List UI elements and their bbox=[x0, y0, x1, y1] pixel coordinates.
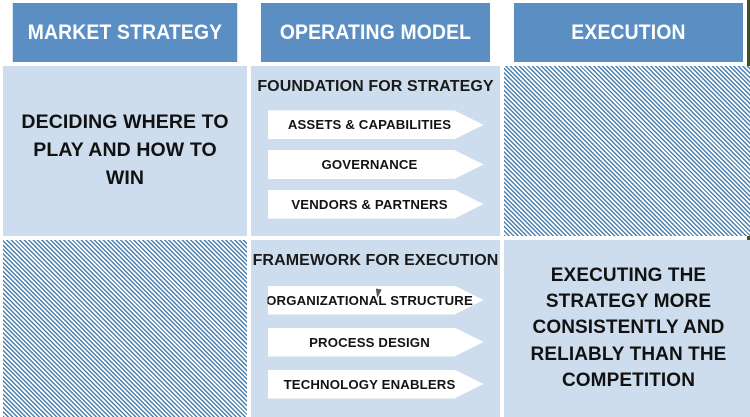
arrow-assets-capabilities[interactable]: ASSETS & CAPABILITIES bbox=[267, 110, 484, 140]
framework-for-execution-group: FRAMEWORK FOR EXECUTION ORGANIZATIONAL S… bbox=[251, 240, 500, 417]
arrow-governance-label: GOVERNANCE bbox=[321, 156, 418, 172]
foundation-for-strategy-group: FOUNDATION FOR STRATEGY ASSETS & CAPABIL… bbox=[251, 66, 500, 236]
arrow-vendors-partners[interactable]: VENDORS & PARTNERS bbox=[267, 189, 484, 219]
cell-row1-market-strategy: DECIDING WHERE TO PLAY AND HOW TO WIN bbox=[3, 66, 247, 236]
foundation-for-strategy-arrow-list: ASSETS & CAPABILITIES GOVERNANCE VENDORS… bbox=[251, 105, 500, 226]
framework-for-execution-arrow-list: ORGANIZATIONAL STRUCTURE PROCESS DESIGN … bbox=[251, 279, 500, 407]
text-cursor-icon bbox=[373, 288, 382, 298]
column-header-execution-label: EXECUTION bbox=[571, 20, 686, 44]
column-header-operating-model-label: OPERATING MODEL bbox=[279, 20, 472, 44]
arrow-governance[interactable]: GOVERNANCE bbox=[267, 149, 484, 179]
cell-row2-execution: EXECUTING THE STRATEGY MORE CONSISTENTLY… bbox=[504, 240, 750, 417]
cell-row2-operating-model: FRAMEWORK FOR EXECUTION ORGANIZATIONAL S… bbox=[251, 240, 500, 417]
arrow-organizational-structure[interactable]: ORGANIZATIONAL STRUCTURE bbox=[266, 285, 484, 315]
arrow-technology-enablers[interactable]: TECHNOLOGY ENABLERS bbox=[267, 369, 484, 399]
market-strategy-statement: DECIDING WHERE TO PLAY AND HOW TO WIN bbox=[21, 111, 229, 189]
cell-row2-market-strategy-empty bbox=[3, 240, 247, 417]
arrow-vendors-partners-label: VENDORS & PARTNERS bbox=[291, 196, 448, 212]
cell-row1-operating-model: FOUNDATION FOR STRATEGY ASSETS & CAPABIL… bbox=[251, 66, 500, 236]
execution-statement: EXECUTING THE STRATEGY MORE CONSISTENTLY… bbox=[530, 264, 727, 391]
foundation-for-strategy-title: FOUNDATION FOR STRATEGY bbox=[257, 78, 494, 95]
column-header-operating-model: OPERATING MODEL bbox=[260, 3, 491, 62]
arrow-technology-enablers-label: TECHNOLOGY ENABLERS bbox=[283, 376, 456, 392]
arrow-process-design-label: PROCESS DESIGN bbox=[309, 334, 430, 350]
framework-for-execution-title: FRAMEWORK FOR EXECUTION bbox=[252, 252, 499, 269]
arrow-assets-capabilities-label: ASSETS & CAPABILITIES bbox=[287, 117, 452, 133]
column-header-execution: EXECUTION bbox=[513, 3, 744, 62]
column-header-market-strategy-label: MARKET STRATEGY bbox=[27, 20, 223, 44]
column-header-market-strategy: MARKET STRATEGY bbox=[12, 3, 238, 62]
cell-row1-execution-empty bbox=[504, 66, 750, 236]
arrow-process-design[interactable]: PROCESS DESIGN bbox=[267, 327, 484, 357]
strategy-matrix: MARKET STRATEGY OPERATING MODEL EXECUTIO… bbox=[3, 3, 750, 417]
arrow-organizational-structure-label: ORGANIZATIONAL STRUCTURE bbox=[266, 292, 473, 308]
